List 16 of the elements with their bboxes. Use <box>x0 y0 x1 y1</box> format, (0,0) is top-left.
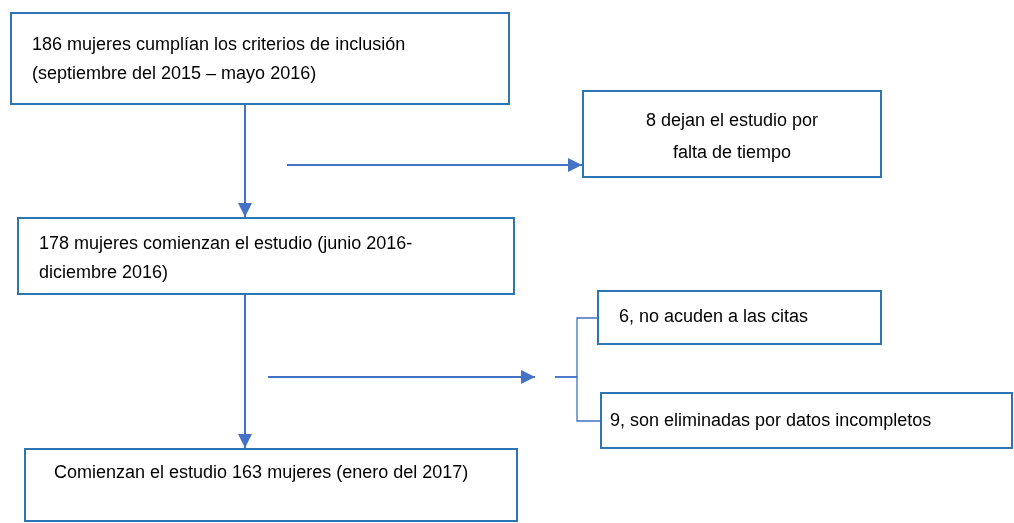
box-text: 186 mujeres cumplían los criterios de inclusión (septiembre del 2015 – mayo 2016) <box>32 33 407 85</box>
box-text: 9, son eliminadas por datos incompletos <box>610 409 933 432</box>
arrow <box>238 294 252 449</box>
process-box <box>17 217 515 295</box>
box-text: 6, no acuden a las citas <box>619 305 810 328</box>
arrow <box>238 104 252 218</box>
box-text: 8 dejan el estudio por falta de tiempo <box>644 109 820 164</box>
process-box <box>600 392 1013 449</box>
branching-arrow <box>267 317 601 422</box>
process-box <box>582 90 882 178</box>
box-text: 178 mujeres comienzan el estudio (junio 2016- diciembre 2016) <box>39 232 414 284</box>
process-box <box>10 12 510 105</box>
box-text: Comienzan el estudio 163 mujeres (enero del 2017) <box>54 461 470 484</box>
process-box <box>597 290 882 345</box>
process-box <box>24 448 518 522</box>
arrow <box>286 158 583 172</box>
